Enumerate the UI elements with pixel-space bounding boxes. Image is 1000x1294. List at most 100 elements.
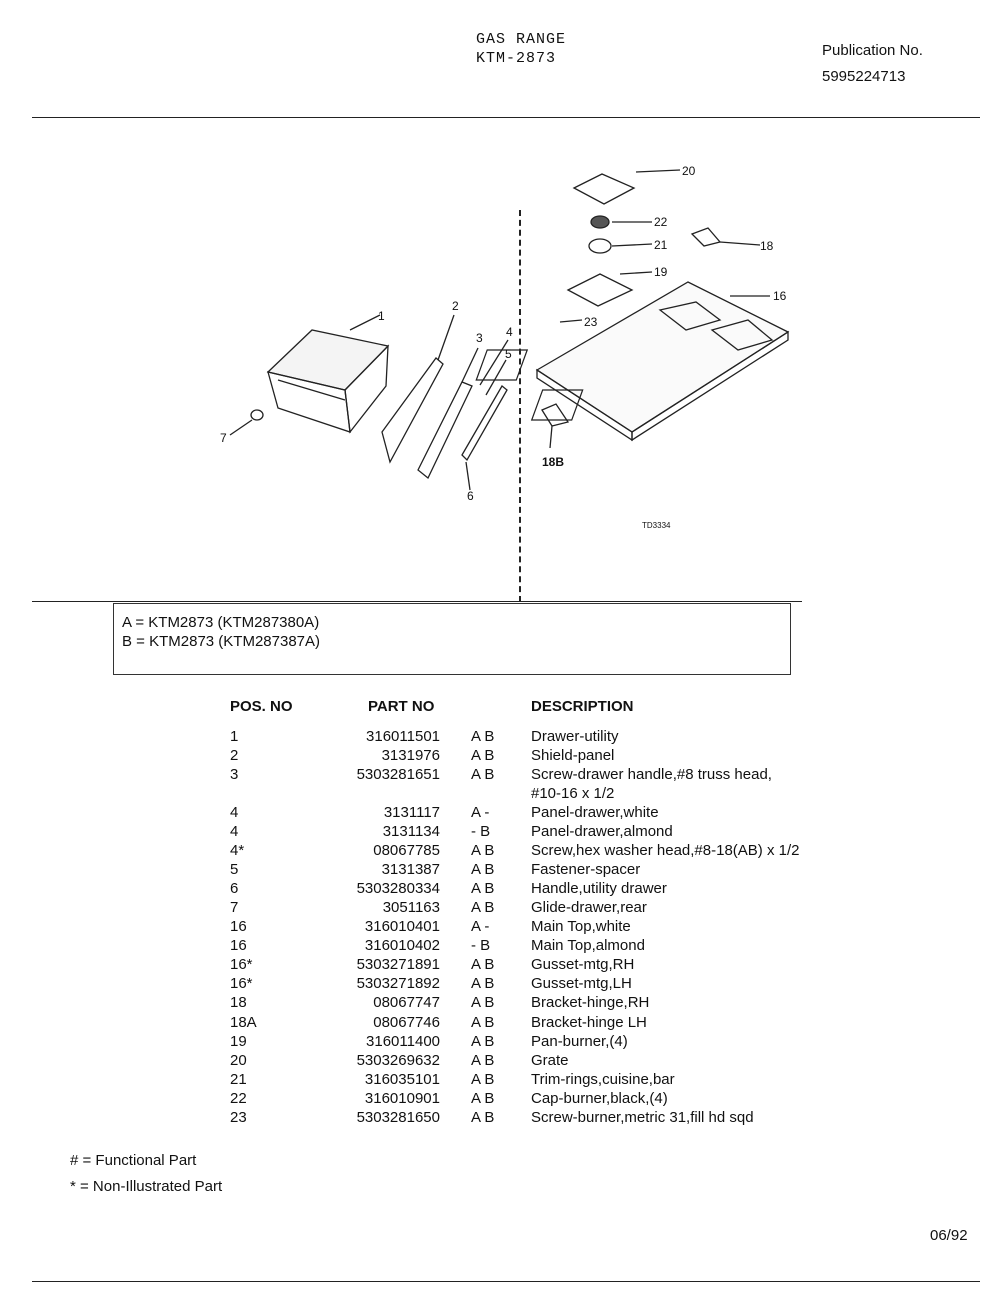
model-a: A = KTM2873 (KTM287380A) <box>122 614 320 631</box>
pos-cell: 22 <box>230 1090 247 1107</box>
hinge-bracket-lh-illustration <box>541 403 570 427</box>
shield-panel-illustration <box>381 357 444 464</box>
description-cell: Grate <box>531 1052 569 1069</box>
callout-23: 23 <box>584 315 598 329</box>
pos-cell: 23 <box>230 1109 247 1126</box>
description-cell: Screw,hex washer head,#8-18(AB) x 1/2 <box>531 842 800 859</box>
pos-cell: 19 <box>230 1033 247 1050</box>
table-row: 6 5303280334 A B Handle,utility drawer <box>230 880 667 899</box>
figure-code: TD3334 <box>642 521 671 530</box>
trim-ring-illustration <box>588 238 612 254</box>
model-applicability-cell: A B <box>471 1071 495 1088</box>
part-no-cell: 316010402 <box>364 937 440 954</box>
part-no-cell: 3051163 <box>382 899 440 916</box>
pos-cell: 1 <box>230 728 239 745</box>
header-part-no: PART NO <box>368 698 435 715</box>
description-cell: Screw-burner,metric 31,fill hd sqd <box>531 1109 754 1126</box>
callout-5: 5 <box>505 347 512 361</box>
diagram-callouts: 1 2 3 4 5 6 7 16 18 18B 19 20 21 22 23 T… <box>220 164 787 530</box>
description-cell: Cap-burner,black,(4) <box>531 1090 668 1107</box>
model-applicability-cell: A B <box>471 747 495 764</box>
description-cell: Main Top,white <box>531 918 631 935</box>
model-applicability-cell: A B <box>471 728 495 745</box>
description-cell: Shield-panel <box>531 747 615 764</box>
callout-3: 3 <box>476 331 483 345</box>
part-no-cell: 5303281651 <box>356 766 440 783</box>
model-applicability-cell: A B <box>471 766 495 783</box>
model-b: B = KTM2873 (KTM287387A) <box>122 633 321 650</box>
header-pos-no: POS. NO <box>230 698 293 715</box>
hinge-bracket-rh-illustration <box>690 227 722 247</box>
pos-cell: 6 <box>230 880 239 897</box>
description-cell: Gusset-mtg,LH <box>531 975 632 992</box>
drawer-illustration <box>266 329 390 434</box>
pos-cell: 7 <box>230 899 239 916</box>
part-no-cell: 316035101 <box>364 1071 440 1088</box>
pos-cell: 18A <box>230 1014 257 1031</box>
description-cell: Main Top,almond <box>531 937 645 954</box>
model-applicability-cell: A B <box>471 880 495 897</box>
pos-cell: 16 <box>230 937 247 954</box>
model-applicability-cell: A B <box>471 956 495 973</box>
part-no-cell: 08067785 <box>373 842 440 859</box>
pos-cell: 4 <box>230 804 239 821</box>
description-cell: Gusset-mtg,RH <box>531 956 635 973</box>
table-row: #10-16 x 1/2 <box>230 785 614 804</box>
part-no-cell: 316011400 <box>366 1033 440 1050</box>
model-applicability-cell: A B <box>471 1109 495 1126</box>
description-cell: Pan-burner,(4) <box>531 1033 628 1050</box>
publication-block: Publication No. 5995224713 <box>822 38 923 90</box>
callout-4: 4 <box>506 325 513 339</box>
table-row: 19 316011400 A B Pan-burner,(4) <box>230 1033 628 1052</box>
part-no-cell: 3131117 <box>383 804 440 821</box>
publication-number: 5995224713 <box>822 68 906 85</box>
description-cell: Panel-drawer,almond <box>531 823 673 840</box>
drawer-panel-illustration <box>417 381 473 480</box>
main-top-illustration <box>475 281 790 442</box>
pos-cell: 3 <box>230 766 239 783</box>
model-applicability-cell: A B <box>471 899 495 916</box>
part-no-cell: 5303269632 <box>356 1052 440 1069</box>
title-product: GAS RANGE <box>476 31 567 48</box>
glide-illustration <box>250 409 264 421</box>
model-applicability-cell: A B <box>471 1090 495 1107</box>
pos-cell: 4* <box>230 842 245 859</box>
callout-16: 16 <box>773 289 787 303</box>
description-cell: Handle,utility drawer <box>531 880 667 897</box>
legend-non-illustrated: * = Non-Illustrated Part <box>70 1178 223 1195</box>
model-applicability-cell: - B <box>471 823 491 840</box>
callout-20: 20 <box>682 164 696 178</box>
document-title: GAS RANGE KTM-2873 <box>476 30 566 68</box>
grate-illustration <box>572 173 636 205</box>
description-cell: Trim-rings,cuisine,bar <box>531 1071 675 1088</box>
part-no-cell: 3131134 <box>382 823 440 840</box>
revision-date: 06/92 <box>930 1227 968 1244</box>
part-no-cell: 5303271892 <box>356 975 440 992</box>
pos-cell: 5 <box>230 861 239 878</box>
description-cell: #10-16 x 1/2 <box>531 785 615 802</box>
callout-6: 6 <box>467 489 474 503</box>
callout-21: 21 <box>654 238 668 252</box>
description-cell: Panel-drawer,white <box>531 804 659 821</box>
pan-burner-illustration <box>566 273 634 307</box>
part-no-cell: 5303280334 <box>356 880 440 897</box>
title-model: KTM-2873 <box>476 50 557 67</box>
publication-label: Publication No. <box>822 42 923 59</box>
model-legend-box: A = KTM2873 (KTM287380A) B = KTM2873 (KT… <box>113 603 791 675</box>
diagram-divider <box>32 601 802 602</box>
model-applicability-cell: A B <box>471 861 495 878</box>
model-applicability-cell: A B <box>471 1033 495 1050</box>
description-cell: Drawer-utility <box>531 728 619 745</box>
part-no-cell: 316010401 <box>364 918 440 935</box>
